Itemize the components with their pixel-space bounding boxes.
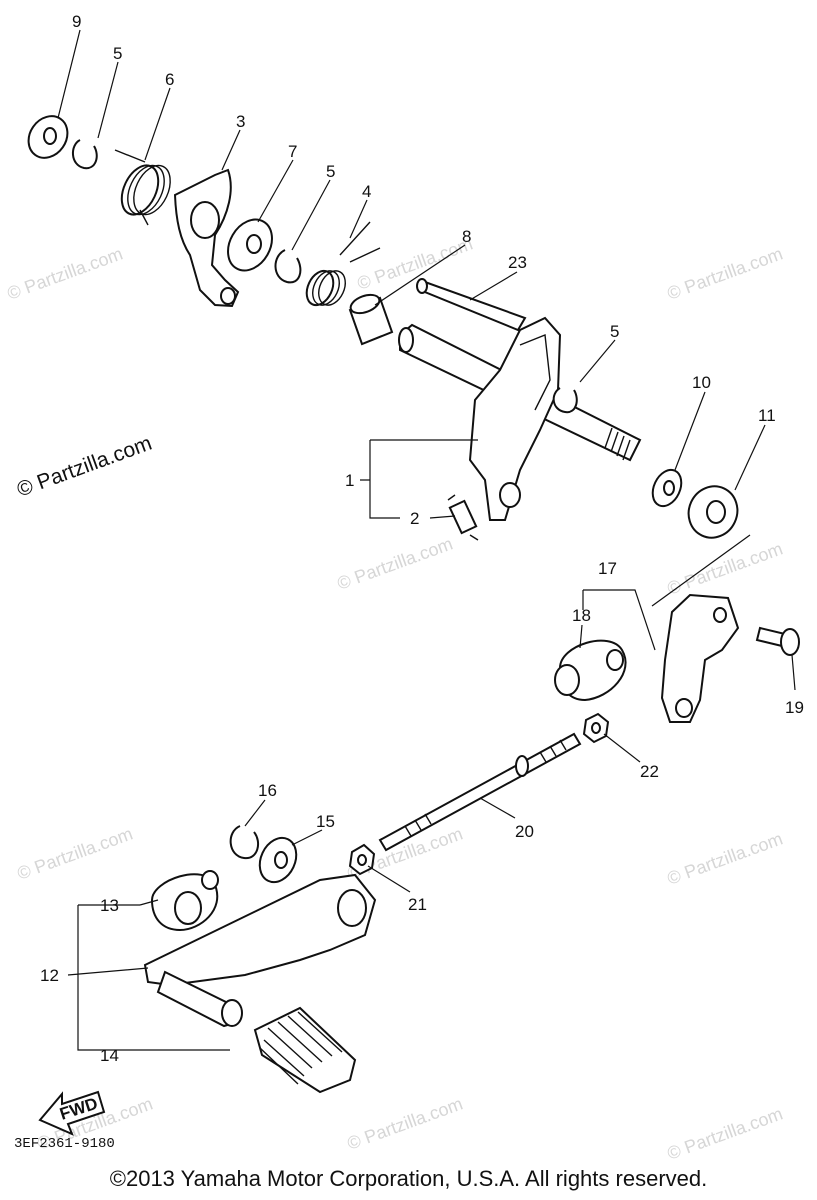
watermark: © Partzilla.com xyxy=(5,243,126,303)
callout-5: 5 xyxy=(113,44,122,63)
part-14-pedal-rubber xyxy=(253,1006,357,1094)
callout-17: 17 xyxy=(598,559,617,578)
assembly-line xyxy=(651,534,751,607)
callout-10: 10 xyxy=(692,373,711,392)
part-3-shift-arm xyxy=(173,168,240,308)
callout-9: 9 xyxy=(72,12,81,31)
callout-23: 23 xyxy=(508,253,527,272)
copyright-text: ©2013 Yamaha Motor Corporation, U.S.A. A… xyxy=(109,1166,708,1191)
diagram-code: 3EF2361-9180 xyxy=(14,1136,115,1152)
watermark: © Partzilla.com xyxy=(335,533,456,593)
callout-20: 20 xyxy=(515,822,534,841)
callout-8: 8 xyxy=(462,227,471,246)
part-9-washer xyxy=(27,115,69,159)
part-10-washer xyxy=(651,468,683,508)
part-21-nut xyxy=(348,843,376,876)
callout-15: 15 xyxy=(316,812,335,831)
callout-3: 3 xyxy=(236,112,245,131)
part-13-joint xyxy=(150,870,219,932)
watermark: © Partzilla.com xyxy=(665,243,786,303)
watermark: © Partzilla.com xyxy=(355,233,476,293)
part-12-shift-pedal xyxy=(143,873,377,1028)
callout-19: 19 xyxy=(785,698,804,717)
part-15-washer xyxy=(258,836,298,884)
leader-lines xyxy=(57,29,796,1051)
part-7-washer xyxy=(227,218,273,272)
callout-16: 16 xyxy=(258,781,277,800)
part-20-shift-rod xyxy=(378,732,582,852)
part-19-bolt xyxy=(755,626,800,656)
part-4-spring xyxy=(305,221,381,307)
callouts: 9 5 6 3 7 5 4 8 23 5 10 11 1 2 17 18 19 … xyxy=(40,12,804,1065)
part-16-circlip xyxy=(229,825,260,860)
part-11-oil-seal xyxy=(687,485,739,539)
part-17-shift-arm xyxy=(660,593,740,723)
callout-2: 2 xyxy=(410,509,419,528)
callout-1: 1 xyxy=(345,471,354,490)
watermark: © Partzilla.com xyxy=(15,823,136,883)
part-1-shift-shaft xyxy=(398,316,642,521)
callout-6: 6 xyxy=(165,70,174,89)
part-6-torsion-spring xyxy=(114,149,171,226)
part-2-spring xyxy=(447,494,479,541)
callout-4: 4 xyxy=(362,182,371,201)
callout-14: 14 xyxy=(100,1046,119,1065)
callout-21: 21 xyxy=(408,895,427,914)
part-5-circlip-b xyxy=(274,249,302,284)
callout-22: 22 xyxy=(640,762,659,781)
callout-5: 5 xyxy=(610,322,619,341)
callout-5: 5 xyxy=(326,162,335,181)
part-5-circlip-c xyxy=(552,387,578,414)
callout-12: 12 xyxy=(40,966,59,985)
watermark: © Partzilla.com xyxy=(665,538,786,598)
callout-13: 13 xyxy=(100,896,119,915)
callout-7: 7 xyxy=(288,142,297,161)
part-18-joint xyxy=(554,639,627,702)
part-22-nut xyxy=(582,712,610,744)
callout-11: 11 xyxy=(758,406,776,425)
watermark: © Partzilla.com xyxy=(665,1103,786,1163)
part-8-collar xyxy=(348,293,394,346)
watermark: © Partzilla.com xyxy=(665,828,786,888)
part-5-circlip-a xyxy=(72,139,98,170)
part-23-pin xyxy=(416,278,527,332)
watermark: © Partzilla.com xyxy=(345,1093,466,1153)
callout-18: 18 xyxy=(572,606,591,625)
